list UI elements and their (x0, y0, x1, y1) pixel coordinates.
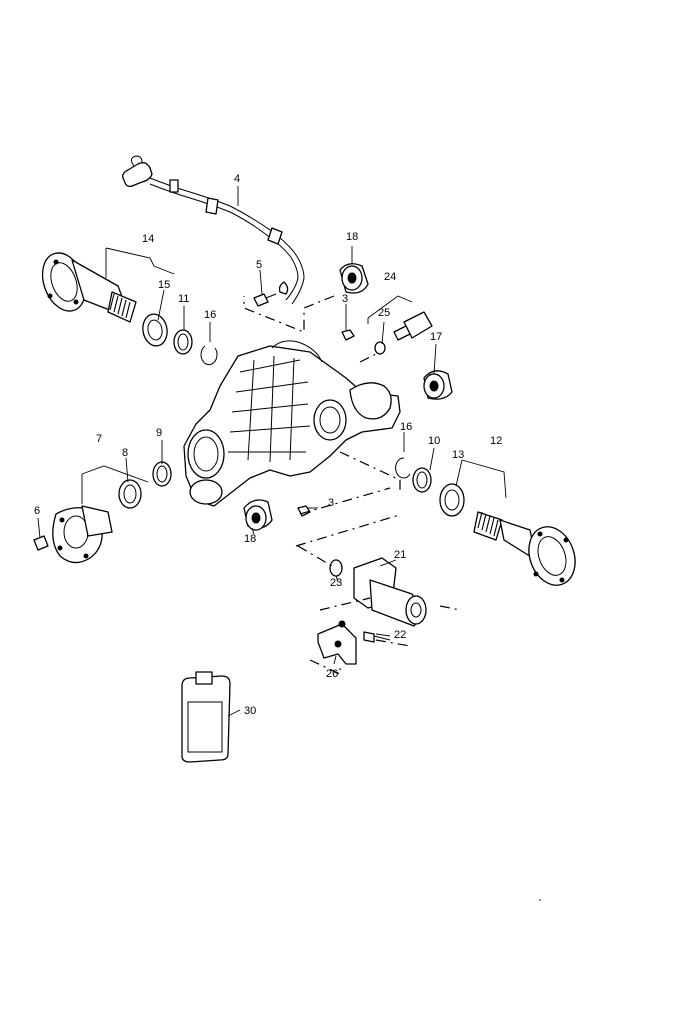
right-ring-10[interactable] (412, 467, 432, 493)
left-ring-9[interactable] (152, 461, 172, 487)
stray-dot (539, 899, 541, 901)
right-seal-13[interactable] (439, 483, 465, 517)
bracket-26[interactable] (317, 620, 357, 665)
left-circlip-16[interactable] (200, 345, 218, 366)
left-seal-8[interactable] (118, 479, 142, 509)
callout-17: 17 (430, 331, 442, 343)
callout-15: 15 (158, 279, 170, 291)
right-circlip-16[interactable] (395, 457, 411, 479)
callout-21: 21 (394, 549, 406, 561)
o-ring-23[interactable] (329, 559, 343, 577)
nut-3-bottom[interactable] (297, 505, 311, 517)
callout-8: 8 (122, 447, 128, 459)
callout-30: 30 (244, 705, 256, 717)
left-drive-flange[interactable] (52, 505, 113, 564)
washer-25[interactable] (374, 341, 386, 355)
bolt-22[interactable] (363, 631, 391, 643)
callout-labels: 4 14 18 5 24 3 15 11 16 25 17 7 8 9 16 1… (34, 173, 502, 717)
callout-3-bottom: 3 (328, 497, 334, 509)
right-mount-bushing[interactable] (423, 370, 453, 400)
callout-4: 4 (234, 173, 240, 185)
left-flange-shaft[interactable] (35, 247, 137, 323)
right-flange-shaft[interactable] (473, 511, 583, 592)
callout-22: 22 (394, 629, 406, 641)
callout-6: 6 (34, 505, 40, 517)
callout-16-right: 16 (400, 421, 412, 433)
oil-bottle[interactable] (181, 671, 231, 763)
callout-18-bottom: 18 (244, 533, 256, 545)
callout-12: 12 (490, 435, 502, 447)
callout-5: 5 (256, 259, 262, 271)
leader-lines (37, 186, 507, 717)
callout-14: 14 (142, 233, 154, 245)
differential-housing[interactable] (183, 340, 401, 507)
callout-23: 23 (330, 577, 342, 589)
bolt-6[interactable] (33, 535, 49, 551)
callout-16-left: 16 (204, 309, 216, 321)
callout-18-top: 18 (346, 231, 358, 243)
callout-7: 7 (96, 433, 102, 445)
callout-25: 25 (378, 307, 390, 319)
bolt-5[interactable] (253, 293, 277, 307)
callout-11: 11 (178, 293, 189, 305)
callout-3-top: 3 (342, 293, 348, 305)
sensor-24[interactable] (393, 311, 433, 341)
callout-26: 26 (326, 668, 338, 680)
assembly-lines (243, 295, 461, 675)
bottom-mount-bushing[interactable] (243, 499, 273, 531)
top-mount-bushing[interactable] (339, 263, 369, 294)
nut-3-top[interactable] (341, 329, 355, 341)
callout-9: 9 (156, 427, 162, 439)
callout-24: 24 (384, 271, 396, 283)
callout-10: 10 (428, 435, 440, 447)
left-ring-11[interactable] (173, 329, 193, 355)
left-seal[interactable] (140, 312, 169, 348)
actuator-motor[interactable] (353, 557, 427, 627)
breather-hose[interactable] (122, 155, 305, 305)
callout-13: 13 (452, 449, 464, 461)
